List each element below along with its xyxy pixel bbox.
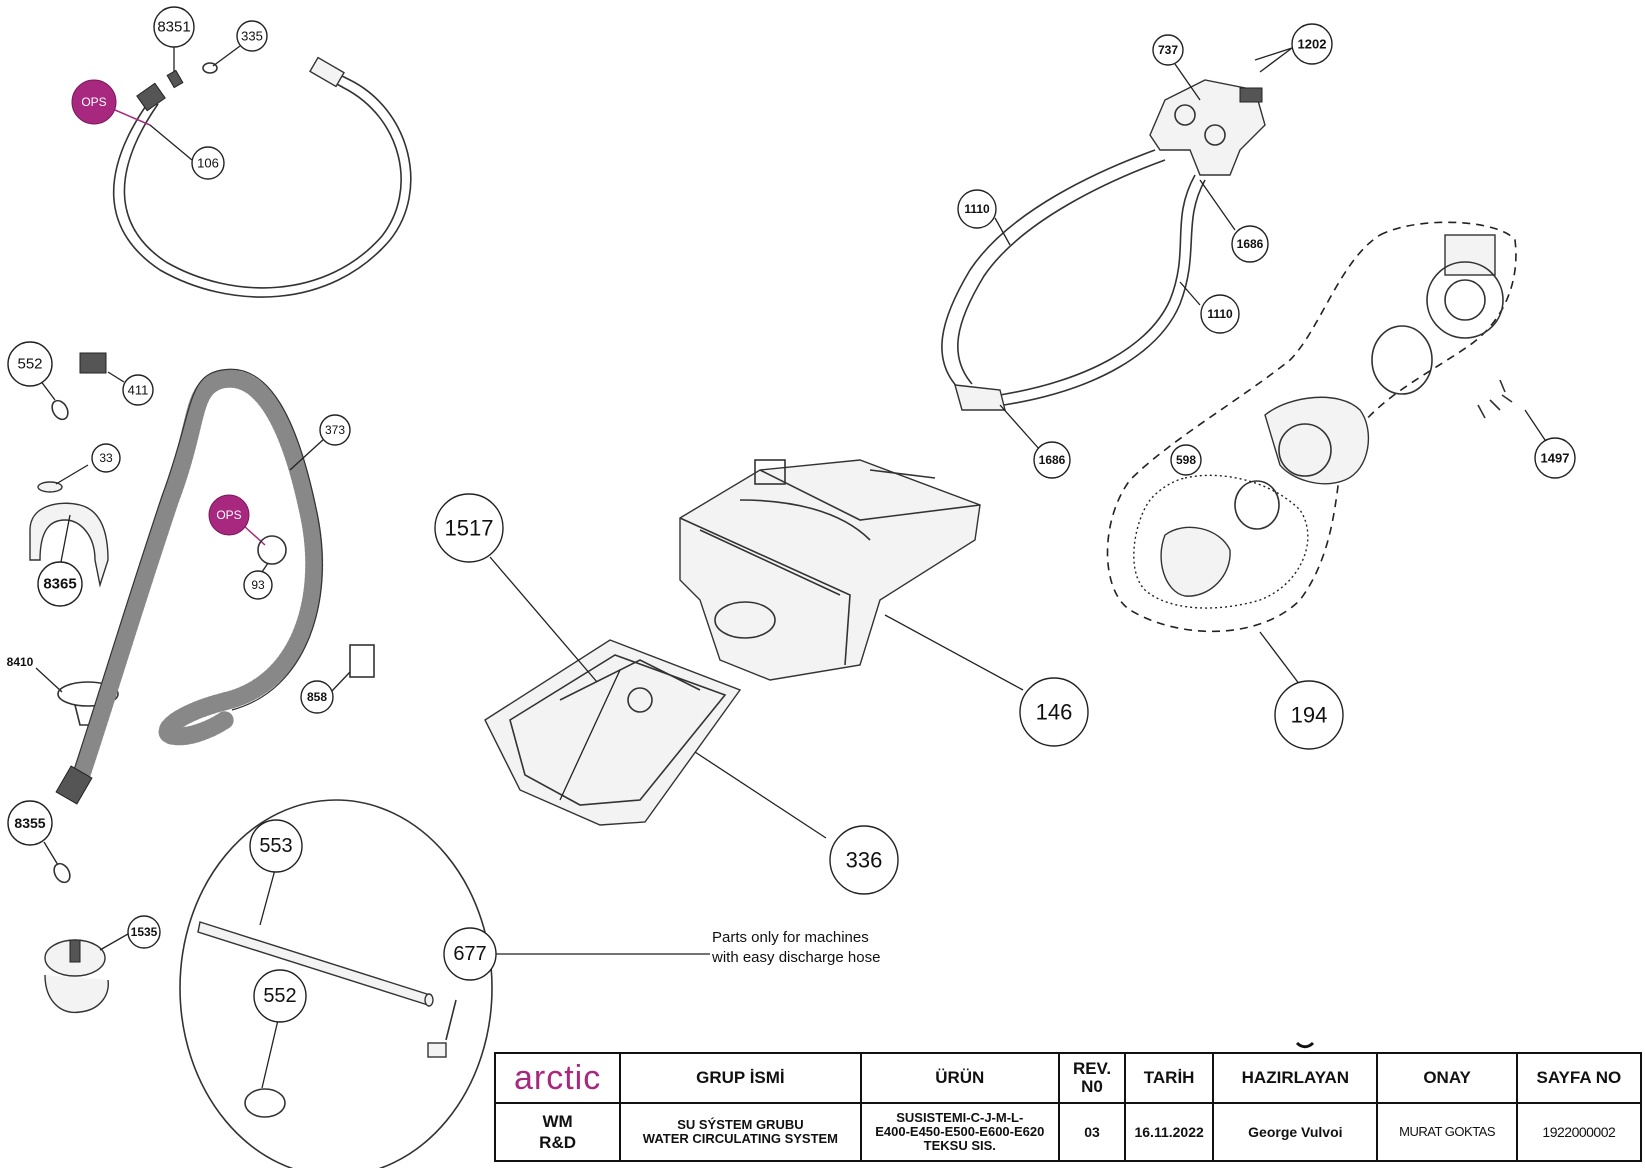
easy-discharge-group: 553 552 677 [179,799,710,1168]
logo-text: arctic [513,1058,602,1097]
callout-8355-label: 8355 [14,815,45,831]
note-line-1: Parts only for machines [712,929,869,946]
callout-336-label: 336 [846,848,883,873]
note-easy-discharge: Parts only for machines with easy discha… [711,929,880,966]
callout-1497-label: 1497 [1541,451,1570,466]
callout-1110-b: 1110 [1179,281,1240,334]
header-product: ÜRÜN [859,1052,1060,1104]
header-approved: ONAY [1376,1052,1518,1104]
callout-146: 146 [884,614,1089,747]
internal-hoses-1110 [941,149,1206,411]
callout-1686-a: 1686 [1199,179,1269,263]
callout-8351: 8351 [153,6,195,72]
callout-106: 106 [149,124,225,180]
drain-hose-373: 373 [55,368,351,805]
callout-335-label: 335 [241,29,263,44]
callout-8410-label: 8410 [7,655,34,669]
callout-8365-label: 8365 [43,576,76,593]
callout-737-label: 737 [1158,43,1178,57]
callout-1110-a-label: 1110 [964,202,990,216]
header-page: SAYFA NO [1515,1052,1643,1104]
callout-1110-b-label: 1110 [1207,307,1233,321]
bracket-8365: 33 8365 [29,443,121,607]
part-858: 858 [300,644,375,714]
callout-93-label: 93 [251,578,265,592]
inlet-valve-737 [1149,79,1266,176]
callout-1517-label: 1517 [445,516,494,541]
callout-1202: 1202 [1254,23,1333,73]
callout-ops-2-label: OPS [216,508,241,522]
header-prepared: HAZIRLAYAN [1212,1052,1379,1104]
rev-value: 03 [1057,1102,1127,1162]
callout-552-a: 552 [7,341,69,421]
clamp-93: 93 [243,535,287,600]
callout-411-label: 411 [128,383,149,398]
callout-146-label: 146 [1036,700,1073,725]
header-group: GRUP İSMİ [619,1052,862,1104]
callout-1686-b: 1686 [999,404,1071,479]
header-rev: REV. N0 [1057,1052,1127,1104]
drawer-housing-146 [679,459,981,681]
callout-858-label: 858 [307,690,327,704]
callout-1535-label: 1535 [131,925,158,939]
inlet-hose-106 [112,56,412,298]
callout-194: 194 [1259,631,1344,750]
header-date: TARİH [1124,1052,1215,1104]
callout-373-label: 373 [325,423,345,437]
callout-553-label: 553 [259,835,292,857]
callout-336: 336 [694,751,899,895]
hose-holder-1535: 1535 [44,915,161,1014]
callout-1110-a: 1110 [957,189,1011,246]
callout-737: 737 [1152,34,1201,101]
note-line-2: with easy discharge hose [711,949,880,966]
callout-335: 335 [212,20,268,67]
callout-ops-1-label: OPS [81,95,106,109]
callout-1517: 1517 [434,493,598,683]
callout-194-label: 194 [1291,703,1328,728]
date-value: 16.11.2022 [1124,1102,1215,1162]
callout-552-b-label: 552 [263,985,296,1007]
callout-552-a-label: 552 [17,356,42,373]
callout-106-label: 106 [197,156,219,171]
group-value: SU SÝSTEM GRUBU WATER CIRCULATING SYSTEM [619,1102,862,1162]
product-value: SUSISTEMI-C-J-M-L- E400-E450-E500-E600-E… [859,1102,1060,1162]
approved-value: MURAT GOKTAS [1376,1102,1518,1162]
title-block: arctic GRUP İSMİ ÜRÜN REV. N0 TARİH HAZI… [493,1052,1643,1162]
drain-pump-assembly-194 [1106,221,1517,633]
prepared-value: George Vulvoi [1212,1102,1379,1162]
dept-value: WM R&D [493,1102,622,1162]
callout-1202-label: 1202 [1298,37,1327,52]
callout-677-label: 677 [453,943,486,965]
callout-ops-2: OPS [208,494,266,546]
callout-33-label: 33 [99,451,113,465]
company-logo: arctic [493,1052,622,1104]
callout-598-label: 598 [1176,453,1196,467]
callout-598: 598 [1170,444,1202,476]
clip-411: 411 [79,352,154,406]
callout-1497: 1497 [1524,409,1576,479]
callout-8351-label: 8351 [157,19,190,36]
callout-1686-b-label: 1686 [1039,453,1066,467]
page-value: 1922000002 [1515,1102,1643,1162]
callout-1686-a-label: 1686 [1237,237,1264,251]
callout-ops-1: OPS [71,79,151,126]
callout-8355: 8355 [7,800,71,884]
detergent-drawer-336 [484,639,742,826]
